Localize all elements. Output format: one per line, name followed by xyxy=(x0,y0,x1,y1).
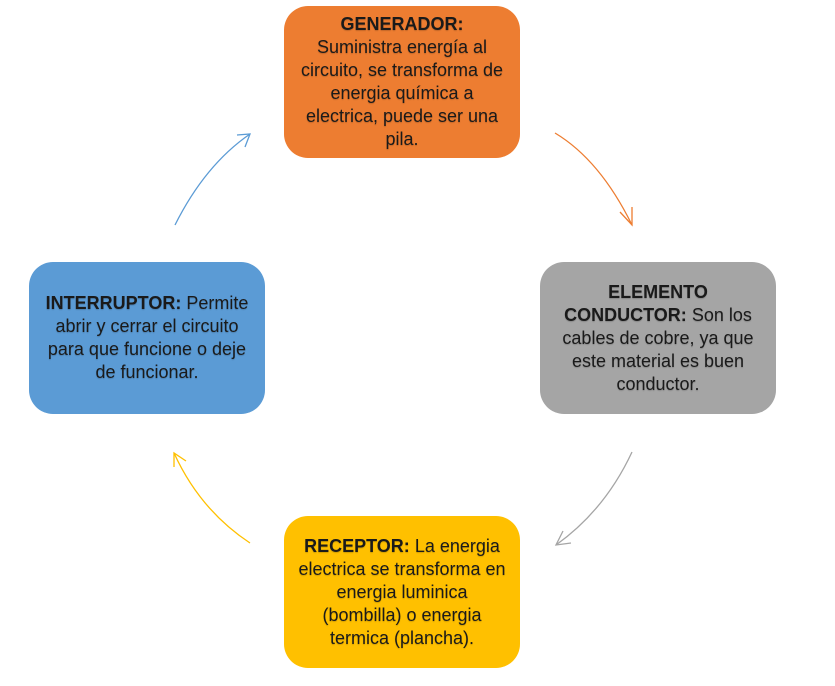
node-text: La energia electrica se transforma en en… xyxy=(298,535,506,648)
arrow-conductor-to-receptor xyxy=(555,451,633,546)
arrowhead-icon xyxy=(619,207,633,227)
node-generador: GENERADOR: Suministra energía al circuit… xyxy=(284,6,520,158)
node-text: Son los cables de cobre, ya que este mat… xyxy=(562,304,754,394)
arrowhead-icon xyxy=(554,530,572,546)
node-title: RECEPTOR: xyxy=(304,535,410,556)
node-title: GENERADOR: xyxy=(340,14,464,34)
arrow-interruptor-to-generador xyxy=(174,133,251,226)
node-text: Suministra energía al circuito, se trans… xyxy=(300,37,504,149)
node-title: INTERRUPTOR: xyxy=(45,293,182,313)
node-receptor: RECEPTOR: La energia electrica se transf… xyxy=(284,516,520,668)
node-elemento-conductor: ELEMENTO CONDUCTOR: Son los cables de co… xyxy=(540,262,776,414)
arrowhead-icon xyxy=(173,451,187,467)
arrow-receptor-to-interruptor xyxy=(173,452,251,544)
node-interruptor: INTERRUPTOR: Permite abrir y cerrar el c… xyxy=(29,262,265,414)
node-title: ELEMENTO CONDUCTOR: xyxy=(564,281,708,325)
node-text: Permite abrir y cerrar el circuito para … xyxy=(47,293,249,382)
arrow-generador-to-conductor xyxy=(554,132,633,226)
arrowhead-icon xyxy=(236,133,251,148)
